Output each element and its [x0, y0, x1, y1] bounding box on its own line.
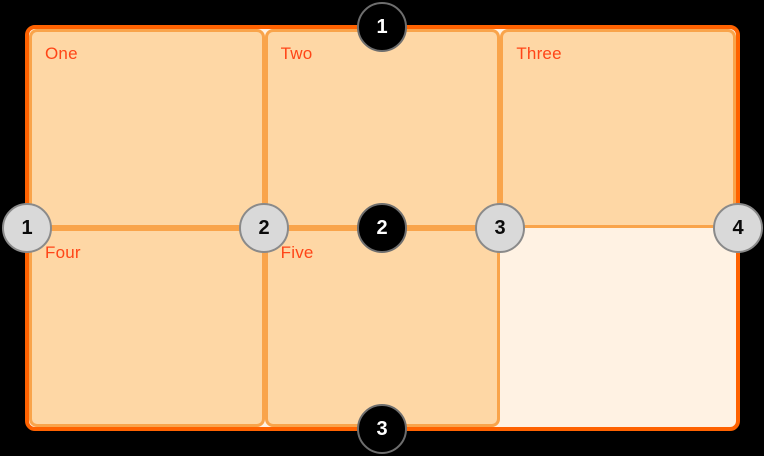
grid-cell-two: Two — [264, 29, 501, 228]
row-line-marker-3: 3 — [357, 404, 407, 454]
column-line-marker-4-number: 4 — [732, 216, 744, 239]
row-line-marker-3-number: 3 — [376, 417, 388, 440]
cell-label-one: One — [45, 44, 78, 63]
cell-label-four: Four — [45, 243, 81, 262]
grid-cell-one: One — [29, 29, 265, 228]
row-line-marker-1-number: 1 — [376, 15, 388, 38]
column-line-marker-3: 3 — [475, 203, 525, 253]
column-line-marker-4: 4 — [713, 203, 763, 253]
column-line-marker-1: 1 — [2, 203, 52, 253]
grid-cell-three: Three — [500, 29, 736, 228]
column-line-marker-2-number: 2 — [258, 216, 270, 239]
grid-container: One Two Three Four Five — [25, 25, 740, 431]
cell-label-three: Three — [516, 44, 562, 63]
cell-label-five: Five — [280, 243, 314, 262]
grid-cell-five: Five — [264, 228, 501, 427]
column-line-marker-2: 2 — [239, 203, 289, 253]
row-line-marker-2: 2 — [357, 203, 407, 253]
row-line-marker-2-number: 2 — [376, 216, 388, 239]
column-line-marker-1-number: 1 — [21, 216, 33, 239]
row-line-marker-1: 1 — [357, 2, 407, 52]
column-line-marker-3-number: 3 — [494, 216, 506, 239]
grid-cell-four: Four — [29, 228, 265, 427]
cell-label-two: Two — [280, 44, 313, 63]
grid-cell-empty — [500, 228, 736, 427]
